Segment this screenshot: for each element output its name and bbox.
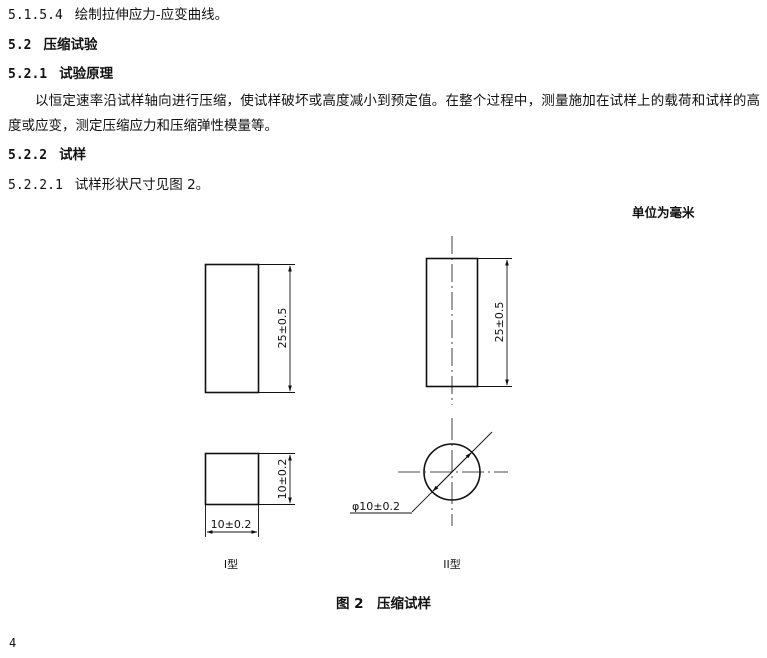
section-title: 绘制拉伸应力-应变曲线。	[74, 7, 229, 23]
type1-small-specimen	[204, 452, 260, 506]
section-5-2-1: 5.2.1 试验原理	[8, 65, 113, 84]
section-number: 5.2.2	[8, 148, 48, 163]
section-title: 压缩试验	[43, 37, 98, 53]
type1-label: I型	[224, 557, 238, 571]
section-number: 5.2.2.1	[8, 178, 63, 193]
section-title: 试验原理	[59, 66, 114, 82]
section-5-1-5-4: 5.1.5.4 绘制拉伸应力-应变曲线。	[8, 6, 228, 25]
type1-tall-specimen	[204, 263, 260, 394]
figure-caption: 图 2 压缩试样	[335, 596, 432, 612]
type2-height-dimension: 25±0.5	[493, 302, 506, 343]
section-5-2-1-body: 以恒定速率沿试样轴向进行压缩，使试样破坏或高度减小到预定值。在整个过程中，测量施…	[8, 93, 760, 134]
section-number: 5.2.1	[8, 67, 48, 82]
type2-label: II型	[443, 557, 461, 571]
unit-note: 单位为毫米	[632, 205, 695, 220]
section-5-2-2-1: 5.2.2.1 试样形状尺寸见图 2。	[8, 176, 209, 195]
type1-width-dimension: 10±0.2	[211, 518, 252, 531]
diameter-dimension-line	[432, 452, 472, 492]
type2-diameter-dimension: φ10±0.2	[352, 500, 400, 513]
section-number: 5.2	[8, 38, 32, 53]
section-title: 试样	[59, 147, 87, 163]
type1-height-dimension: 25±0.5	[276, 308, 289, 349]
section-number: 5.1.5.4	[8, 8, 63, 23]
section-5-2: 5.2 压缩试验	[8, 36, 97, 55]
page-number: 4	[9, 636, 17, 650]
section-title: 试样形状尺寸见图 2。	[74, 177, 210, 193]
section-5-2-2: 5.2.2 试样	[8, 146, 86, 165]
type1-small-height-dimension: 10±0.2	[276, 459, 289, 500]
